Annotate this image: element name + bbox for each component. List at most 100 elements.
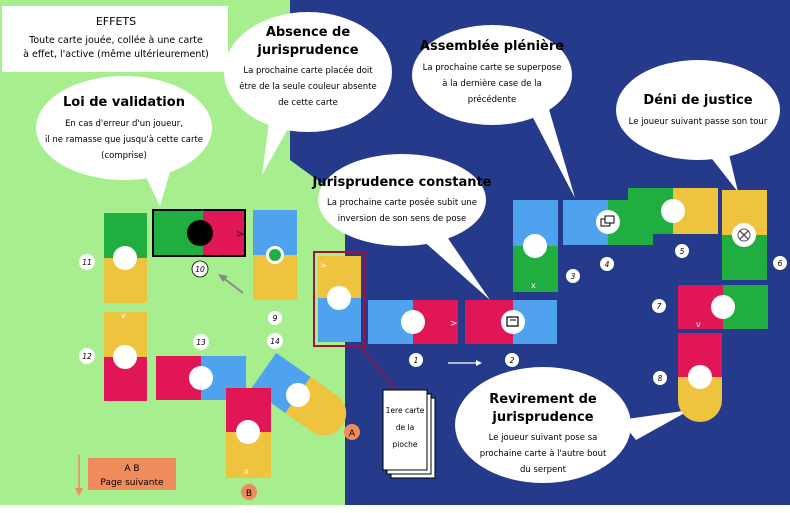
loi-l2: il ne ramasse que jusqu'à cette carte	[45, 135, 203, 145]
assemblee-l1: La prochaine carte se superpose	[423, 63, 562, 73]
overlay-icon	[600, 215, 615, 227]
svg-text:v: v	[696, 320, 701, 329]
absence-l2: être de la seule couleur absente	[239, 81, 376, 92]
bubble-revirement: Revirement de jurisprudence Le joueur su…	[455, 367, 690, 483]
page-next-l2: Page suivante	[100, 478, 164, 488]
svg-text:8: 8	[658, 374, 663, 383]
bubble-assemblee: Assemblée plénière La prochaine carte se…	[412, 25, 575, 198]
svg-text:1: 1	[414, 356, 419, 365]
badge-4: 4	[600, 257, 614, 271]
effets-title: EFFETS	[96, 15, 136, 28]
svg-text:>: >	[450, 319, 458, 329]
badge-12: 12	[79, 348, 95, 364]
badge-7: 7	[652, 299, 666, 313]
svg-text:A: A	[349, 429, 356, 439]
loi-l3: (comprise)	[101, 151, 147, 161]
effets-line1: Toute carte jouée, collée à une carte	[28, 35, 203, 46]
svg-text:x: x	[531, 281, 536, 290]
arrow-to-10	[218, 274, 244, 294]
pile-connector	[359, 345, 397, 391]
card-9	[253, 210, 297, 300]
svg-text:11: 11	[82, 258, 92, 267]
svg-text:2: 2	[510, 356, 515, 365]
absence-title2: jurisprudence	[256, 43, 358, 58]
card-7: v	[678, 285, 768, 329]
revirement-title1: Revirement de	[489, 392, 597, 407]
deni-title: Déni de justice	[643, 93, 752, 108]
absence-l1: La prochaine carte placée doit	[243, 65, 373, 76]
card-12: v	[104, 311, 147, 401]
arrow-down	[75, 455, 83, 496]
badge-11: 11	[79, 254, 95, 270]
badge-6: 6	[773, 256, 787, 270]
badge-14: 14	[267, 333, 283, 349]
pile-l3: pioche	[393, 440, 418, 449]
card-10: >	[152, 209, 246, 257]
svg-text:>: >	[320, 261, 327, 270]
absence-l3: de cette carte	[278, 98, 338, 108]
page-next-box[interactable]: A B Page suivante	[88, 458, 176, 490]
deni-l1: Le joueur suivant passe son tour	[629, 117, 768, 127]
card-pile: 1ere carte de la pioche	[382, 389, 436, 479]
card-first: >	[313, 251, 365, 347]
loi-title: Loi de validation	[63, 95, 185, 110]
constante-l2: inversion de son sens de pose	[338, 214, 466, 224]
bubble-deni: Déni de justice Le joueur suivant passe …	[616, 60, 780, 192]
svg-text:14: 14	[270, 337, 280, 346]
svg-text:5: 5	[680, 247, 685, 256]
card-2	[465, 300, 557, 344]
card-6	[722, 190, 767, 280]
svg-text:B: B	[246, 489, 252, 499]
effets-box: EFFETS Toute carte jouée, collée à une c…	[2, 6, 228, 72]
badge-5: 5	[675, 244, 689, 258]
constante-l1: La prochaine carte posée subit une	[327, 197, 477, 208]
arrow-icon	[448, 360, 482, 366]
bubble-constante: Jurisprudence constante La prochaine car…	[312, 154, 492, 300]
svg-text:7: 7	[657, 302, 662, 311]
badge-1: 1	[409, 353, 423, 367]
revirement-l3: du serpent	[520, 465, 567, 475]
loi-l1: En cas d'erreur d'un joueur,	[65, 119, 183, 129]
badge-10: 10	[191, 260, 209, 278]
card-11	[104, 213, 147, 303]
svg-text:6: 6	[778, 259, 783, 268]
svg-text:13: 13	[196, 338, 206, 347]
svg-text:12: 12	[82, 352, 92, 361]
num-badges: 1 2 3 4 5 6 7 8 9 10 11 12 13 14	[79, 244, 787, 385]
svg-text:v: v	[121, 311, 126, 320]
swap-icon	[506, 316, 519, 327]
cross-icon	[737, 228, 751, 242]
constante-title: Jurisprudence constante	[312, 175, 492, 190]
card-8	[678, 333, 722, 422]
svg-text:10: 10	[195, 265, 205, 274]
pile-l1: 1ere carte	[386, 406, 425, 415]
page-next-l1: A B	[124, 464, 139, 474]
pile-l2: de la	[396, 423, 414, 432]
badge-9: 9	[268, 311, 282, 325]
assemblee-l3: précédente	[468, 94, 516, 105]
card-b: x	[226, 388, 271, 478]
svg-text:x: x	[244, 467, 249, 476]
badge-3: 3	[566, 269, 580, 283]
revirement-l2: prochaine carte à l'autre bout	[480, 449, 607, 459]
svg-text:9: 9	[273, 314, 278, 323]
assemblee-title: Assemblée plénière	[420, 39, 564, 54]
badge-2: 2	[505, 353, 519, 367]
card-1: >	[368, 300, 458, 344]
svg-text:3: 3	[571, 272, 576, 281]
badge-8: 8	[653, 371, 667, 385]
absence-title1: Absence de	[266, 25, 351, 40]
revirement-l1: Le joueur suivant pose sa	[489, 433, 598, 443]
marker-b: B	[241, 484, 257, 500]
card-5	[628, 188, 718, 234]
svg-text:4: 4	[605, 260, 610, 269]
badge-13: 13	[193, 334, 209, 350]
card-3: x	[513, 200, 558, 292]
effets-line2: à effet, l'active (même ultérieurement)	[23, 49, 209, 60]
bubble-absence: Absence de jurisprudence La prochaine ca…	[224, 12, 392, 175]
marker-a: A	[344, 424, 360, 440]
svg-text:>: >	[236, 229, 244, 240]
assemblee-l2: à la dernière case de la	[442, 78, 542, 89]
bubble-loi: Loi de validation En cas d'erreur d'un j…	[36, 76, 212, 206]
